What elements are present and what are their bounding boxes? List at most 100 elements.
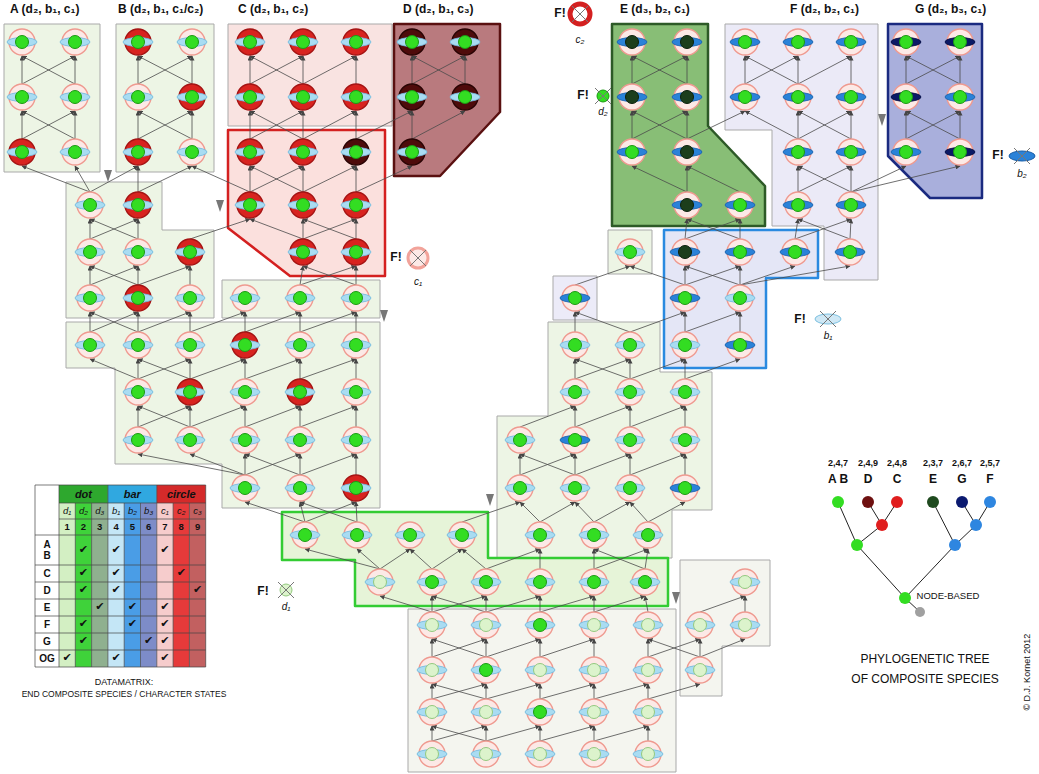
check-mark: ✔: [193, 584, 202, 597]
taxon-row-label: D: [43, 585, 50, 597]
organism: [730, 569, 760, 595]
fixation-mark: F!: [992, 149, 1003, 163]
organism: [525, 612, 555, 638]
descent-arrow: [851, 166, 852, 192]
descent-arrow: [75, 166, 90, 192]
dot-character: [350, 36, 363, 49]
dot-character: [294, 434, 307, 447]
descent-arrow: [687, 56, 688, 84]
organism: [341, 379, 371, 405]
descent-arrow: [22, 111, 75, 139]
tree-caption: PHYLOGENETIC TREE: [860, 653, 989, 667]
descent-arrow: [138, 266, 190, 285]
dot-character: [350, 482, 363, 495]
taxon-row-label: E: [44, 602, 51, 614]
species-region: [680, 560, 770, 696]
grid-line: [59, 519, 206, 520]
descent-arrow: [632, 111, 633, 139]
descent-arrow: [520, 454, 521, 475]
tree-dot: [832, 496, 844, 508]
descent-arrow: [594, 684, 595, 699]
descent-arrow: [685, 266, 740, 285]
organism: [7, 139, 37, 165]
descent-arrow: [245, 454, 300, 475]
descent-arrow: [685, 359, 740, 379]
descent-arrow: [740, 312, 741, 332]
descent-arrow: [630, 406, 685, 427]
tree-dot: [927, 496, 939, 508]
label-box: ✔: [79, 584, 88, 597]
organism: [560, 332, 590, 358]
cross-out: [572, 6, 588, 22]
organism: [7, 84, 37, 110]
label-box: 5: [130, 522, 135, 533]
organism: [290, 522, 320, 548]
descent-arrow: [22, 166, 90, 192]
label-box: OF COMPOSITE SPECIES: [851, 673, 998, 687]
descent-arrow: [138, 111, 139, 139]
organism: [672, 139, 702, 165]
label-box: ✔: [160, 601, 169, 614]
organism: [725, 285, 755, 311]
descent-arrow: [687, 111, 745, 139]
descent-arrow: [906, 56, 960, 84]
dot-character: [350, 146, 363, 159]
descent-arrow: [740, 266, 795, 285]
dot-character: [514, 482, 527, 495]
dot-character: [294, 292, 307, 305]
fixation-mark: F!: [554, 7, 565, 21]
descent-arrow: [685, 312, 686, 332]
descent-arrow: [90, 219, 91, 239]
descent-arrow: [745, 111, 798, 139]
organism: [579, 741, 609, 767]
label-box: c₃: [193, 506, 202, 517]
descent-arrow: [192, 111, 193, 139]
label-box: F!: [554, 7, 565, 21]
descent-arrow: [700, 596, 745, 612]
taxon-row-label: A B: [42, 539, 52, 562]
descent-arrow: [648, 726, 649, 741]
label-box: 2,4,9: [858, 458, 878, 468]
dot-character: [588, 619, 601, 632]
check-mark: ✔: [111, 652, 120, 665]
organism: [891, 139, 921, 165]
dot-character: [69, 91, 82, 104]
label-box: DATAMATRIX:: [95, 677, 154, 687]
descent-arrow: [645, 596, 648, 612]
dot-character: [374, 576, 387, 589]
state-column: [92, 503, 108, 667]
tree-branch: [857, 545, 905, 598]
organism: [945, 29, 975, 55]
organism: [579, 612, 609, 638]
check-mark: ✔: [111, 584, 120, 597]
descent-arrow: [90, 266, 138, 285]
descent-arrow: [22, 56, 75, 84]
descent-arrow: [630, 406, 631, 427]
descent-arrow: [648, 639, 649, 657]
dot-character: [480, 748, 493, 761]
label-box: 7: [162, 522, 167, 533]
organism: [560, 427, 590, 453]
dot-character: [588, 576, 601, 589]
dot-character: [639, 576, 652, 589]
tree-dot: [851, 539, 863, 551]
label-box: ✔: [160, 618, 169, 631]
label-box: d₂: [79, 506, 88, 517]
organism: [835, 239, 865, 265]
organism: [579, 699, 609, 725]
dot-character: [239, 386, 252, 399]
descent-arrow: [138, 359, 139, 379]
label-box: ✔: [128, 618, 137, 631]
dot-character: [588, 706, 601, 719]
descent-arrow: [630, 359, 685, 379]
descent-arrow: [432, 684, 433, 699]
descent-arrow: [356, 502, 357, 522]
tree-branch: [933, 502, 955, 545]
dot-character: [297, 199, 310, 212]
character-state-label: c₁: [414, 276, 422, 288]
dot-character: [186, 91, 199, 104]
tree-caption: OF COMPOSITE SPECIES: [851, 673, 998, 687]
organism: [670, 475, 700, 501]
species-region: [282, 512, 668, 606]
